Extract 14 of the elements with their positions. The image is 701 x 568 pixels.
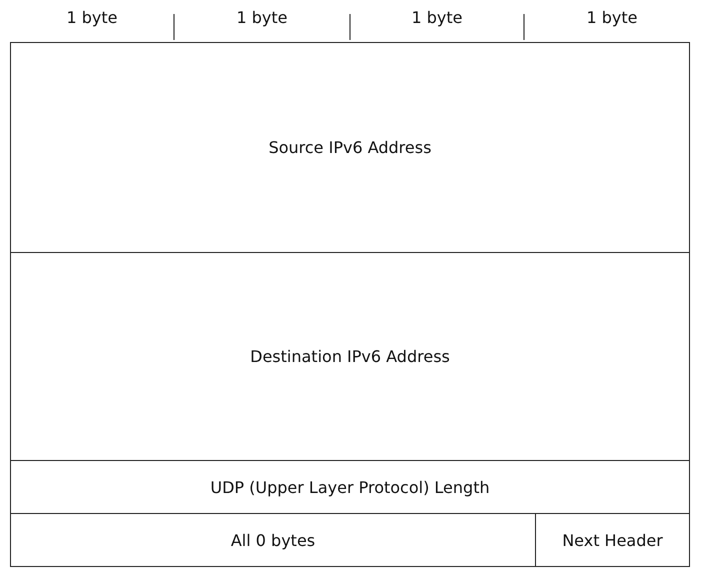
header-field <box>10 513 536 567</box>
field-name: Source IPv6 Address <box>268 138 432 157</box>
field-name: All 0 bytes <box>230 530 316 550</box>
header-field <box>10 460 690 514</box>
byte-width-label: 1 byte <box>235 8 288 27</box>
byte-width-label: 1 byte <box>65 8 118 27</box>
header-field <box>10 252 690 461</box>
header-field <box>535 513 690 567</box>
field-name: Destination IPv6 Address <box>250 347 450 366</box>
field-name: UDP (Upper Layer Protocol) Length <box>210 478 490 496</box>
byte-width-label: 1 byte <box>585 8 638 27</box>
field-name: Next Header <box>562 530 663 550</box>
header-field <box>10 42 690 253</box>
byte-width-label: 1 byte <box>410 8 464 27</box>
